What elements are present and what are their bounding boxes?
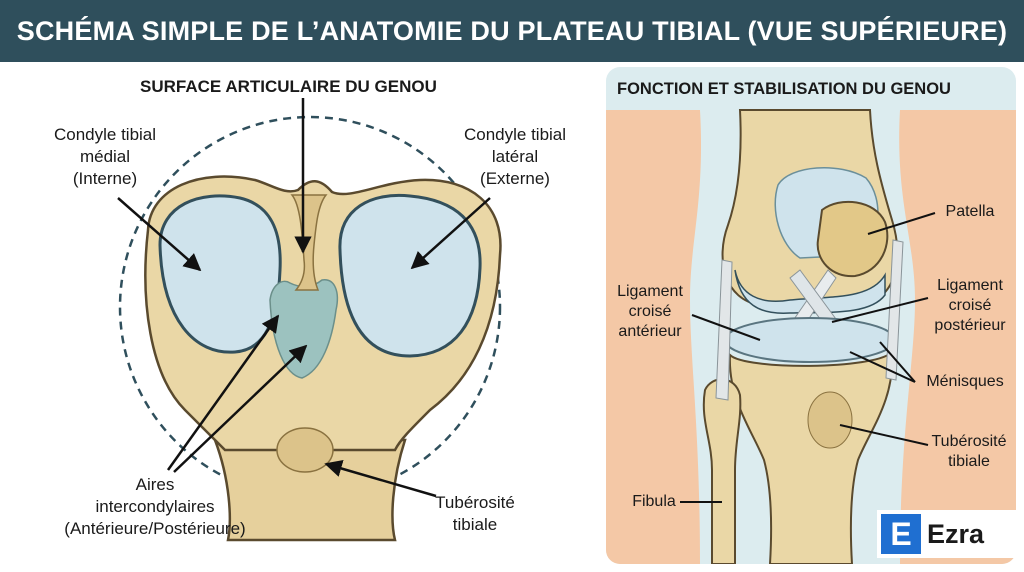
acl-line-3: antérieur: [618, 323, 682, 340]
intercondylar-label: Aires intercondylaires (Antérieure/Posté…: [40, 474, 270, 540]
line-menisci-2: [849, 351, 916, 383]
tuberosity-bump: [807, 391, 853, 449]
intercondylar-line-3: (Antérieure/Postérieure): [64, 519, 246, 538]
menisci-label: Ménisques: [926, 373, 1004, 390]
pcl-label: Ligament croisé postérieur: [924, 276, 1016, 336]
arrow-intercondylar-posterior: [173, 344, 308, 473]
line-patella: [867, 212, 936, 235]
menisci-shape: [724, 317, 896, 363]
ezra-logo-text: Ezra: [927, 518, 985, 549]
line-pcl: [831, 297, 929, 323]
intercondylar-area-shape: [269, 279, 339, 379]
ezra-logo-mark: E: [881, 514, 921, 554]
lateral-condyle-line-1: Condyle tibial: [463, 125, 567, 144]
ezra-logo: E Ezra: [877, 510, 1016, 558]
patella-shape: [816, 200, 889, 278]
line-menisci-1: [879, 341, 916, 383]
medial-condyle-line-3: (Interne): [72, 169, 138, 188]
right-tuberosity-line-2: tibiale: [948, 453, 990, 470]
title-bar: SCHÉMA SIMPLE DE L’ANATOMIE DU PLATEAU T…: [0, 0, 1024, 62]
line-acl: [691, 314, 761, 341]
lateral-condyle-shape: [338, 193, 482, 358]
lateral-condyle-line-3: (Externe): [480, 169, 550, 188]
right-heading: FONCTION ET STABILISATION DU GENOU: [617, 80, 951, 98]
right-tuberosity-line-1: Tubérosité: [931, 433, 1007, 450]
intercondylar-line-1: Aires: [135, 475, 175, 494]
patella-label: Patella: [945, 203, 995, 220]
fibula-shape: [702, 378, 742, 564]
lateral-condyle-line-2: latéral: [491, 147, 539, 166]
skin-left: [606, 110, 702, 564]
left-heading: SURFACE ARTICULAIRE DU GENOU: [140, 77, 437, 96]
arrow-intercondylar-anterior: [166, 314, 280, 471]
lateral-collateral-ligament: [715, 259, 733, 401]
tibial-shaft: [213, 438, 407, 542]
right-tuberosity-label: Tubérosité tibiale: [928, 432, 1010, 472]
pcl-line-3: postérieur: [934, 317, 1006, 334]
page-title: SCHÉMA SIMPLE DE L’ANATOMIE DU PLATEAU T…: [16, 15, 1008, 46]
left-tuberosity-line-2: tibiale: [452, 515, 498, 534]
femoral-cartilage: [734, 269, 886, 314]
tibia: [728, 349, 894, 564]
medial-collateral-ligament: [885, 239, 904, 381]
intercondylar-line-2: intercondylaires: [95, 497, 215, 516]
medial-condyle-shape: [158, 194, 282, 354]
skin-right: [899, 110, 1016, 564]
medial-condyle-line-1: Condyle tibial: [53, 125, 157, 144]
left-tuberosity-line-1: Tubérosité: [435, 493, 515, 512]
pcl-line-2: croisé: [948, 297, 992, 314]
tibial-plateau-illustration: [117, 98, 502, 542]
fibula-label: Fibula: [632, 493, 676, 510]
line-tuberosity: [839, 424, 929, 446]
medial-condyle-label: Condyle tibial médial (Interne): [30, 124, 180, 190]
knee-illustration: [606, 109, 1016, 564]
arrow-lateral-condyle: [410, 197, 491, 270]
arrow-medial-condyle: [117, 197, 202, 272]
arrow-tuberosity: [324, 459, 437, 498]
acl-line-2: croisé: [628, 303, 672, 320]
acl-label: Ligament croisé antérieur: [608, 282, 692, 342]
left-tuberosity-label: Tubérosité tibiale: [420, 492, 530, 536]
medial-condyle-line-2: médial: [79, 147, 131, 166]
acl-line-1: Ligament: [617, 283, 683, 300]
lateral-condyle-label: Condyle tibial latéral (Externe): [440, 124, 590, 190]
tibial-tuberosity-shape: [276, 427, 334, 473]
pcl-line-1: Ligament: [937, 277, 1003, 294]
